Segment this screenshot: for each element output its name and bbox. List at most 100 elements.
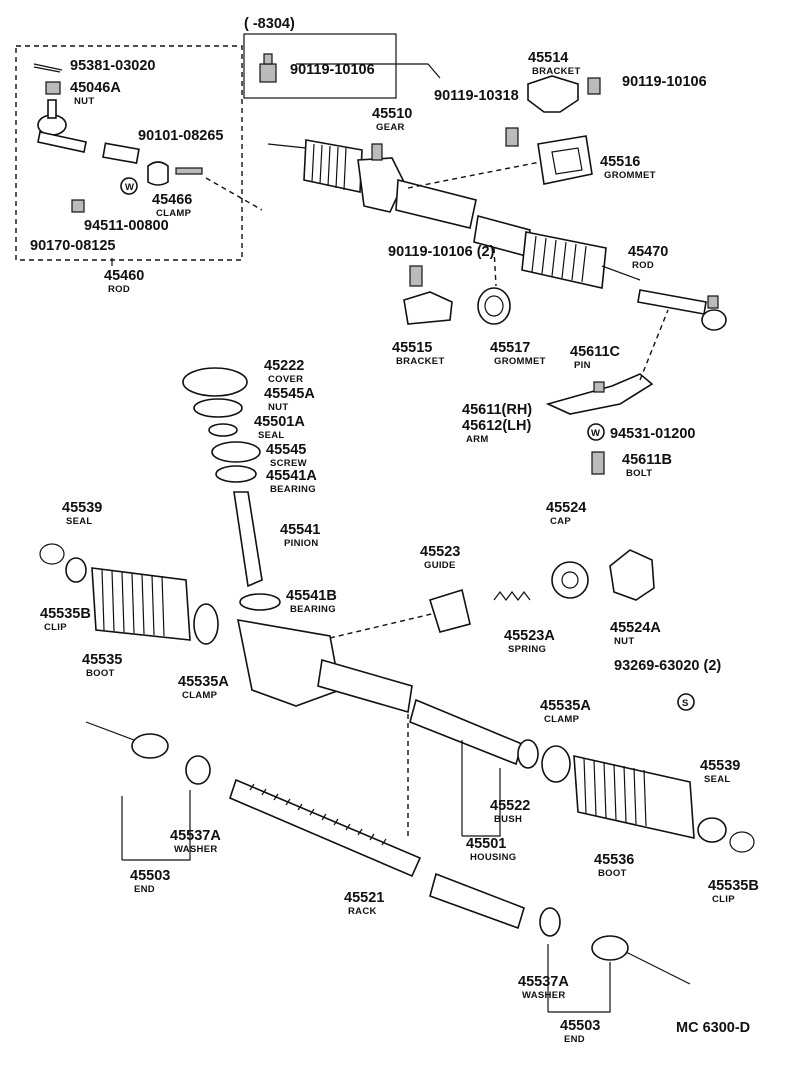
part-number-label: 45535B	[708, 878, 759, 894]
part-number-label: 45535	[82, 652, 122, 668]
tie-rod-end-right-part	[637, 289, 727, 331]
grommet-upper-part	[537, 135, 593, 185]
part-number-label: 45535A	[178, 674, 229, 690]
part-number-label: 45611(RH)	[462, 402, 532, 418]
svg-text:S: S	[682, 698, 689, 709]
part-name-label: HOUSING	[470, 852, 516, 863]
part-number-label: 45541A	[266, 468, 317, 484]
part-number-label: 45612(LH)	[462, 418, 531, 434]
part-name-label: SPRING	[508, 644, 546, 655]
label-group: 95381-0302045046ANUT90101-0826545466CLAM…	[30, 50, 759, 1045]
part-number-label: 94531-01200	[610, 426, 695, 442]
arm-washer-part: W	[587, 423, 605, 441]
part-name-label: PINION	[284, 538, 319, 549]
leader-dashed-2	[407, 161, 541, 189]
adjust-nut-part	[609, 549, 655, 601]
leader-dashed-4	[329, 611, 441, 639]
seal-left-part	[65, 557, 87, 583]
part-number-label: 90119-10106 (2)	[388, 244, 495, 260]
part-name-label: ROD	[632, 260, 654, 271]
part-number-label: 45521	[344, 890, 384, 906]
part-number-label: 45222	[264, 358, 304, 374]
date-range-box	[243, 33, 397, 99]
part-number-label: 45501	[466, 836, 506, 852]
washer-lower-left-part	[185, 755, 211, 785]
part-number-label: 45510	[372, 106, 412, 122]
washer-lower-right-part	[539, 907, 561, 937]
part-number-label: 45611B	[622, 452, 672, 468]
part-number-label: 45545A	[264, 386, 315, 402]
steering-gear-upper-part	[267, 139, 641, 289]
part-number-label: 90101-08265	[138, 128, 223, 144]
clip-left-part	[39, 543, 65, 565]
part-number-label: 45501A	[254, 414, 305, 430]
rack-part	[229, 778, 525, 930]
part-number-label: 90119-10106	[622, 74, 707, 90]
part-number-label: 45466	[152, 192, 192, 208]
part-number-label: 94511-00800	[84, 218, 169, 234]
part-number-label: 45503	[560, 1018, 600, 1034]
part-number-label: 45535A	[540, 698, 591, 714]
washer-part: W	[120, 177, 138, 195]
part-name-label: WASHER	[174, 844, 218, 855]
lock-nut-part	[71, 199, 85, 213]
tie-rod-end-lower-left-part	[85, 721, 169, 759]
steering-arm-part	[545, 309, 669, 415]
part-name-label: NUT	[268, 402, 288, 413]
part-name-label: GUIDE	[424, 560, 456, 571]
part-number-label: 45541B	[286, 588, 337, 604]
part-number-label: 45611C	[570, 344, 621, 360]
pinion-stack-part	[182, 367, 281, 611]
housing-lower-part	[91, 567, 727, 843]
clamp-part	[147, 161, 203, 186]
part-number-label: 45514	[528, 50, 568, 66]
part-name-label: CLIP	[44, 622, 67, 633]
part-number-label: 45515	[392, 340, 432, 356]
part-name-label: BOOT	[598, 868, 627, 879]
screw-s-part: S	[677, 693, 695, 711]
part-number-label: 95381-03020	[70, 58, 155, 74]
part-name-label: END	[564, 1034, 585, 1045]
part-number-label: 45545	[266, 442, 306, 458]
part-number-label: 45535B	[40, 606, 91, 622]
clip-right-part	[729, 831, 755, 853]
part-name-label: BEARING	[290, 604, 336, 615]
tie-rod-end-lower-right-part	[591, 935, 691, 985]
part-name-label: CLAMP	[156, 208, 192, 219]
part-name-label: RACK	[348, 906, 377, 917]
part-name-label: SCREW	[270, 458, 307, 469]
part-number-label: 45524A	[610, 620, 661, 636]
part-number-label: 45524	[546, 500, 586, 516]
part-name-label: BOOT	[86, 668, 115, 679]
part-name-label: BEARING	[270, 484, 316, 495]
part-number-label: 90119-10106	[290, 62, 375, 78]
svg-text:W: W	[125, 182, 134, 193]
part-name-label: CAP	[550, 516, 571, 527]
bracket-lower-part	[403, 265, 453, 325]
leader-dashed-3	[493, 247, 497, 287]
nut-part	[45, 81, 61, 95]
part-number-label: 45470	[628, 244, 668, 260]
cap-part	[551, 561, 589, 599]
part-name-label: GROMMET	[494, 356, 546, 367]
part-name-label: BRACKET	[532, 66, 581, 77]
part-number-label: 45503	[130, 868, 170, 884]
tie-rod-end-left-part	[37, 99, 140, 164]
part-name-label: ARM	[466, 434, 489, 445]
part-number-label: 45539	[62, 500, 102, 516]
part-name-label: PIN	[574, 360, 591, 371]
part-name-label: ROD	[108, 284, 130, 295]
part-name-label: GROMMET	[604, 170, 656, 181]
part-name-label: COVER	[268, 374, 303, 385]
part-number-label: 45541	[280, 522, 320, 538]
leader-header	[296, 63, 441, 79]
part-name-label: BOLT	[626, 468, 652, 479]
rod-assembly-box	[15, 45, 243, 261]
part-number-label: 45537A	[518, 974, 569, 990]
part-name-label: CLAMP	[182, 690, 218, 701]
bolt-header-part	[259, 53, 277, 83]
part-number-label: 45536	[594, 852, 634, 868]
part-number-label: 45537A	[170, 828, 221, 844]
part-name-label: CLAMP	[544, 714, 580, 725]
